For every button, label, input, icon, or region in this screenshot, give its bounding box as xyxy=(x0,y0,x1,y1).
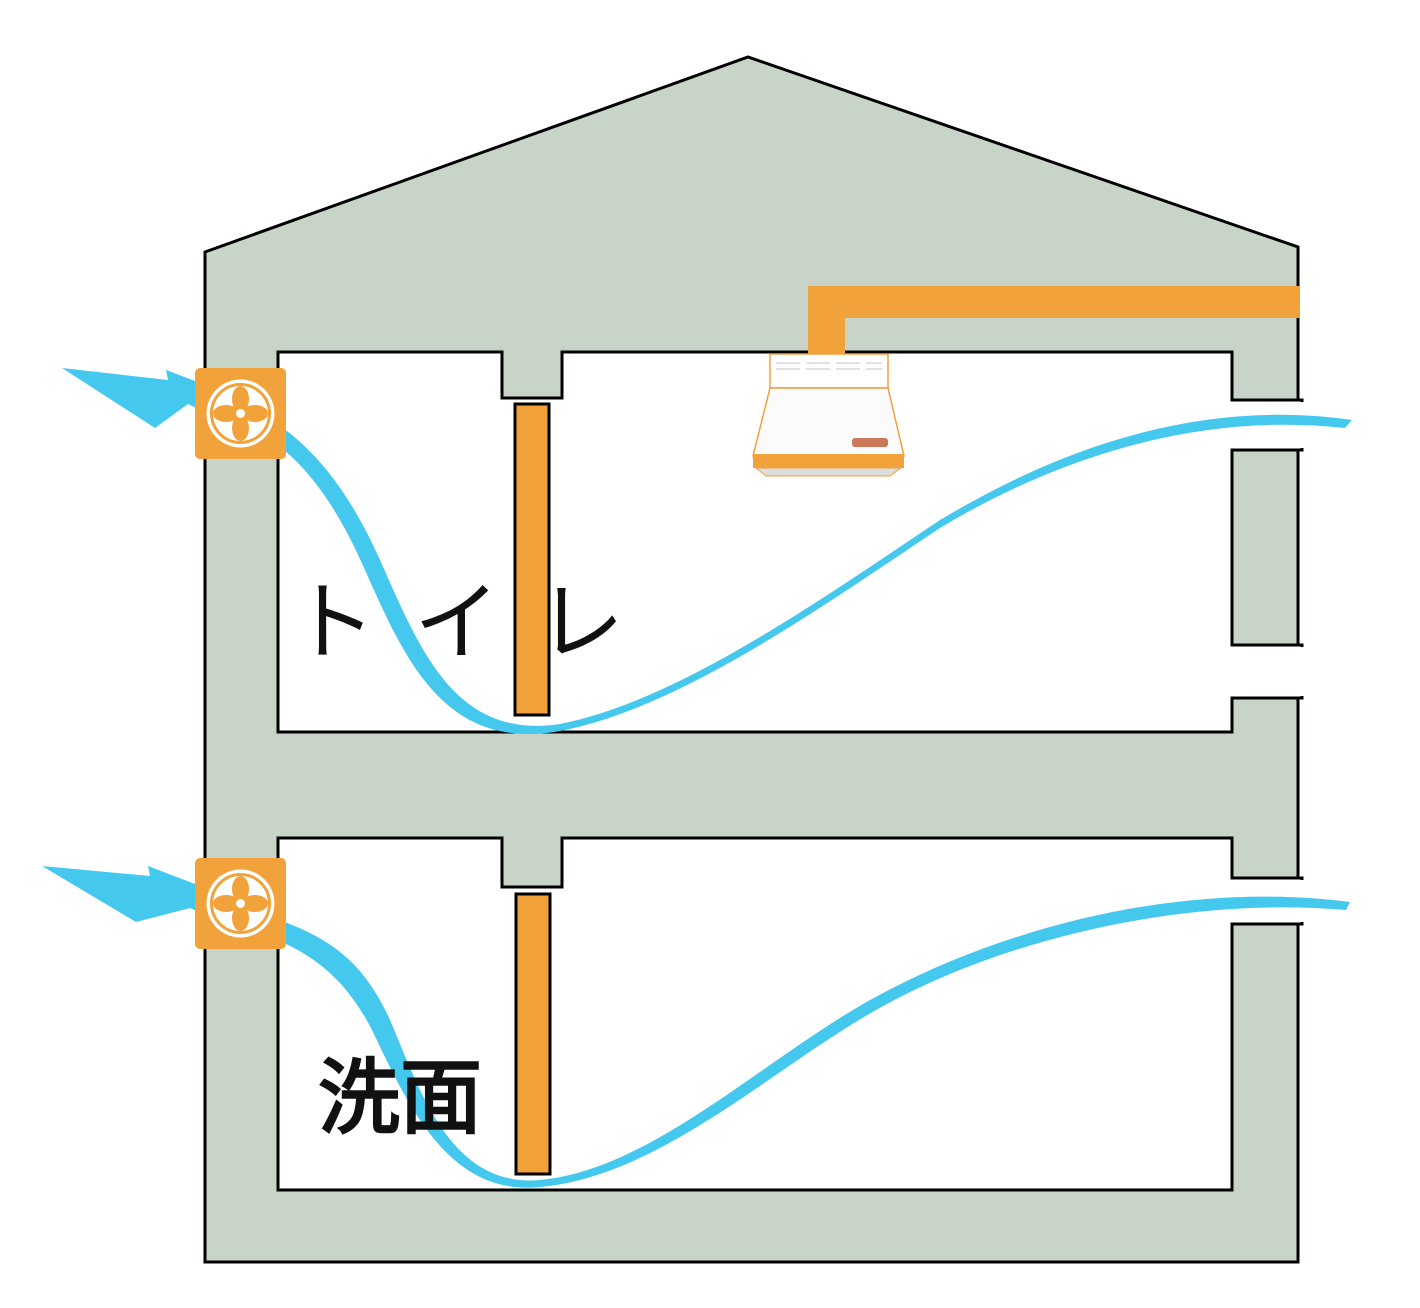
upper-window-gap-2 xyxy=(1297,647,1307,696)
upper-exhaust-fan xyxy=(195,368,286,459)
upper-partition-door xyxy=(513,402,551,717)
lower-exhaust-fan xyxy=(195,858,286,949)
lower-airflow xyxy=(42,866,1350,1188)
room-label-washroom: 洗面 xyxy=(318,1051,483,1146)
lower-partition-door xyxy=(514,892,552,1176)
lower-airflow-arrowhead xyxy=(42,866,242,926)
range-hood-duct xyxy=(808,286,1300,360)
range-hood-icon xyxy=(752,353,905,477)
room-label-toilet: トイレ xyxy=(290,573,662,673)
upper-window-gap-1 xyxy=(1297,402,1307,448)
